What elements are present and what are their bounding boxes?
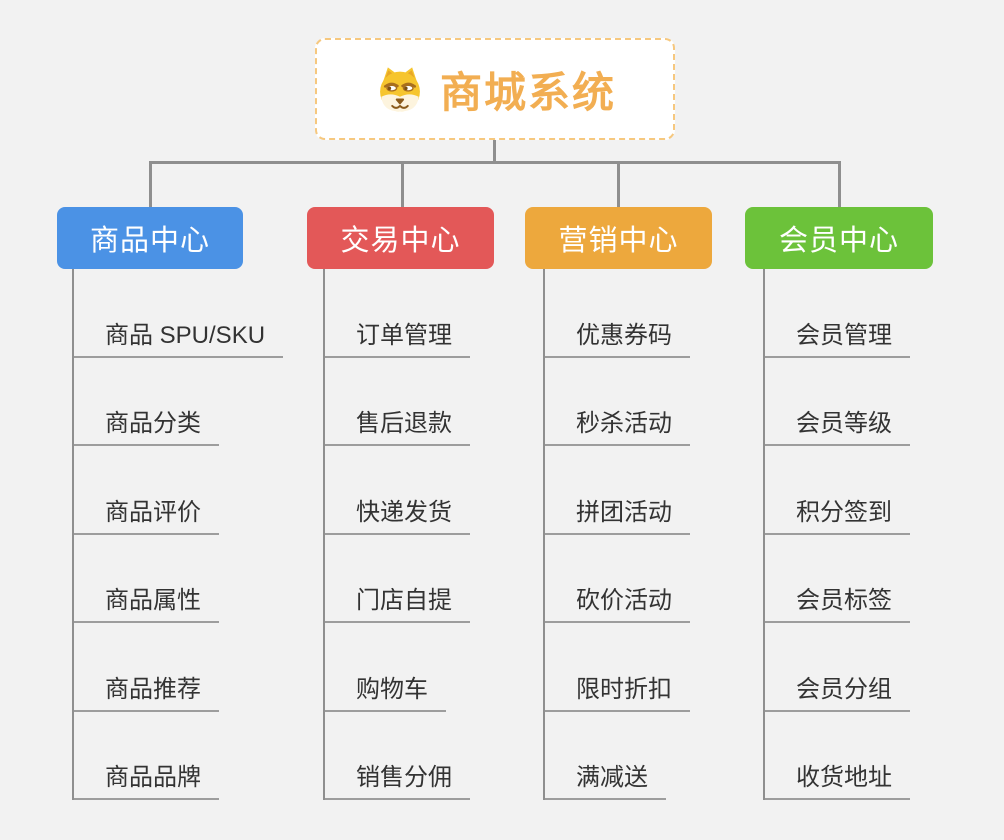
leaf-node[interactable]: 商品属性 <box>72 580 219 623</box>
leaf-node[interactable]: 满减送 <box>543 757 666 800</box>
branch-product-children: 商品 SPU/SKU 商品分类 商品评价 商品属性 商品推荐 商品品牌 <box>72 269 284 800</box>
connector-root-drop <box>493 139 496 163</box>
leaf-node[interactable]: 拼团活动 <box>543 492 690 535</box>
leaf-row: 订单管理 <box>323 269 470 358</box>
leaf-node[interactable]: 会员管理 <box>763 315 910 358</box>
leaf-row: 商品分类 <box>72 358 283 446</box>
leaf-node[interactable]: 商品品牌 <box>72 757 219 800</box>
leaf-row: 秒杀活动 <box>543 358 690 446</box>
leaf-node[interactable]: 砍价活动 <box>543 580 690 623</box>
leaf-node[interactable]: 订单管理 <box>323 315 470 358</box>
leaf-row: 商品属性 <box>72 535 283 623</box>
leaf-row: 会员分组 <box>763 623 910 712</box>
leaf-node[interactable]: 秒杀活动 <box>543 403 690 446</box>
leaf-node[interactable]: 会员等级 <box>763 403 910 446</box>
leaf-row: 门店自提 <box>323 535 470 623</box>
leaf-row: 售后退款 <box>323 358 470 446</box>
leaf-row: 商品评价 <box>72 446 283 535</box>
branch-spine-line <box>763 269 765 800</box>
leaf-node[interactable]: 优惠券码 <box>543 315 690 358</box>
leaf-node[interactable]: 商品 SPU/SKU <box>72 315 284 358</box>
leaf-row: 商品推荐 <box>72 623 283 712</box>
branch-spine-line <box>543 269 545 800</box>
branch-member-children: 会员管理 会员等级 积分签到 会员标签 会员分组 收货地址 <box>763 269 910 800</box>
leaf-row: 商品品牌 <box>72 712 283 800</box>
branch-member-center[interactable]: 会员中心 <box>745 207 933 269</box>
leaf-node[interactable]: 快递发货 <box>323 492 470 535</box>
leaf-row: 快递发货 <box>323 446 470 535</box>
leaf-row: 限时折扣 <box>543 623 690 712</box>
root-node[interactable]: 商城系统 <box>315 38 675 140</box>
doge-dog-icon <box>380 67 420 112</box>
leaf-row: 商品 SPU/SKU <box>72 269 284 358</box>
connector-drop-4 <box>838 161 841 207</box>
leaf-row: 会员标签 <box>763 535 910 623</box>
leaf-node[interactable]: 会员分组 <box>763 669 910 712</box>
connector-drop-3 <box>617 161 620 207</box>
connector-horizontal <box>149 161 841 164</box>
leaf-row: 购物车 <box>323 623 470 712</box>
connector-drop-2 <box>401 161 404 207</box>
leaf-row: 砍价活动 <box>543 535 690 623</box>
leaf-row: 拼团活动 <box>543 446 690 535</box>
leaf-row: 会员等级 <box>763 358 910 446</box>
leaf-node[interactable]: 购物车 <box>323 669 446 712</box>
branch-marketing-center[interactable]: 营销中心 <box>525 207 712 269</box>
leaf-row: 积分签到 <box>763 446 910 535</box>
branch-spine-line <box>72 269 74 800</box>
branch-spine-line <box>323 269 325 800</box>
branch-marketing-children: 优惠券码 秒杀活动 拼团活动 砍价活动 限时折扣 满减送 <box>543 269 690 800</box>
branch-label: 会员中心 <box>778 225 899 257</box>
leaf-node[interactable]: 售后退款 <box>323 403 470 446</box>
leaf-row: 销售分佣 <box>323 712 470 800</box>
branch-label: 商品中心 <box>89 225 210 257</box>
connector-drop-1 <box>149 161 152 207</box>
leaf-row: 优惠券码 <box>543 269 690 358</box>
branch-product-center[interactable]: 商品中心 <box>57 207 243 269</box>
leaf-node[interactable]: 会员标签 <box>763 580 910 623</box>
branch-trade-children: 订单管理 售后退款 快递发货 门店自提 购物车 销售分佣 <box>323 269 470 800</box>
leaf-node[interactable]: 积分签到 <box>763 492 910 535</box>
leaf-row: 满减送 <box>543 712 690 800</box>
leaf-node[interactable]: 销售分佣 <box>323 757 470 800</box>
leaf-node[interactable]: 商品分类 <box>72 403 219 446</box>
branch-label: 交易中心 <box>340 225 461 257</box>
leaf-node[interactable]: 收货地址 <box>763 757 910 800</box>
leaf-row: 收货地址 <box>763 712 910 800</box>
leaf-node[interactable]: 门店自提 <box>323 580 470 623</box>
root-title: 商城系统 <box>439 68 616 116</box>
branch-label: 营销中心 <box>558 225 679 257</box>
leaf-node[interactable]: 限时折扣 <box>543 669 690 712</box>
leaf-node[interactable]: 商品评价 <box>72 492 219 535</box>
leaf-row: 会员管理 <box>763 269 910 358</box>
leaf-node[interactable]: 商品推荐 <box>72 669 219 712</box>
branch-trade-center[interactable]: 交易中心 <box>307 207 494 269</box>
